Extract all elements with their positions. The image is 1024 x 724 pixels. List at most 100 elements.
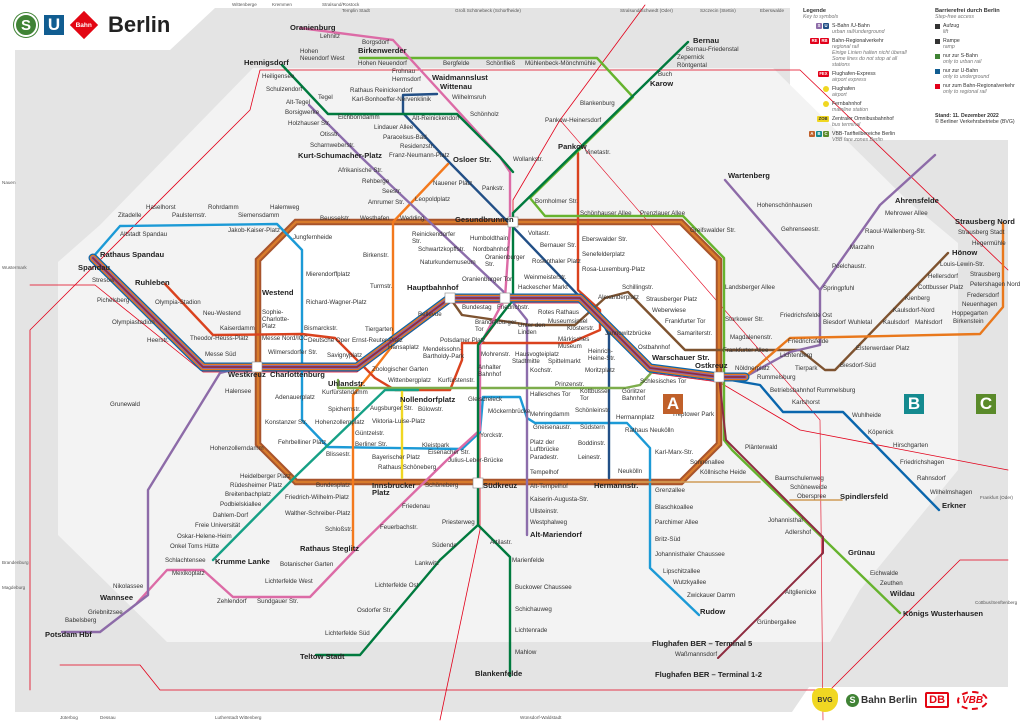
station-label[interactable]: Rudow [700, 607, 726, 616]
station-label[interactable]: Zepernick [677, 54, 705, 61]
station-label[interactable]: Heerstr. [147, 337, 169, 344]
station-label[interactable]: Pankstr. [482, 185, 505, 192]
station-label[interactable]: Oberspree [797, 493, 827, 500]
station-label[interactable]: Fredersdorf [967, 292, 999, 299]
station-label[interactable]: Podbielskiallee [220, 501, 262, 508]
station-label[interactable]: Strausberg Stadt [958, 229, 1005, 236]
station-label[interactable]: Amrumer Str. [368, 199, 405, 206]
station-label[interactable]: Neu-Westend [203, 310, 241, 317]
station-label[interactable]: Teltow Stadt [300, 652, 345, 661]
station-label[interactable]: Wollankstr. [513, 156, 544, 163]
station-label[interactable]: Friedrichstr. [497, 304, 530, 311]
station-label[interactable]: Südende [432, 542, 457, 549]
station-label[interactable]: Lichtenberg [780, 352, 813, 359]
station-label[interactable]: Freie Universität [195, 522, 241, 529]
station-label[interactable]: Unter den Linden [518, 322, 546, 336]
station-label[interactable]: Otisstr. [320, 131, 340, 138]
station-label[interactable]: Eichborndamm [338, 114, 380, 121]
station-label[interactable]: Julius-Leber-Brücke [448, 457, 504, 464]
station-label[interactable]: Breitenbachplatz [225, 491, 272, 498]
station-label[interactable]: Tiergarten [365, 326, 393, 333]
station-label[interactable]: Blankenfelde [475, 669, 523, 678]
station-label[interactable]: Mierendorffplatz [306, 271, 351, 278]
station-label[interactable]: Rüdesheimer Platz [230, 482, 283, 489]
station-label[interactable]: Röntgental [677, 62, 707, 69]
station-label[interactable]: Wutzkyallee [673, 579, 707, 586]
station-label[interactable]: Olympiastadion [112, 319, 155, 326]
station-label[interactable]: Paradestr. [530, 454, 559, 461]
station-label[interactable]: Rathaus Schöneberg [378, 464, 437, 471]
station-label[interactable]: Onkel Toms Hütte [170, 543, 220, 550]
station-label[interactable]: Bernau-Friedenstal [686, 46, 739, 53]
station-label[interactable]: Gneisenaustr. [533, 424, 572, 431]
station-label[interactable]: Waidmannslust [432, 73, 488, 82]
station-label[interactable]: Stresow [92, 277, 115, 284]
station-label[interactable]: Zwickauer Damm [687, 592, 736, 599]
station-label[interactable]: Nikolassee [113, 583, 144, 590]
station-label[interactable]: Priesterweg [442, 519, 475, 526]
station-label[interactable]: Nöldnerplatz [735, 365, 770, 372]
station-label[interactable]: Schlesisches Tor [640, 378, 687, 385]
station-label[interactable]: Buckower Chaussee [515, 584, 572, 591]
station-label[interactable]: Hermsdorf [392, 76, 421, 83]
station-label[interactable]: Rathaus Neukölln [625, 427, 674, 434]
station-label[interactable]: Raoul-Wallenberg-Str. [865, 228, 926, 235]
station-label[interactable]: Biesdorf [823, 319, 846, 326]
station-label[interactable]: Pichelsberg [97, 297, 130, 304]
station-label[interactable]: Marienfelde [512, 557, 545, 564]
station-label[interactable]: Hohen Neuendorf [358, 60, 407, 67]
station-label[interactable]: Osloer Str. [453, 155, 492, 164]
station-label[interactable]: Betriebsbahnhof Rummelsburg [770, 387, 856, 394]
station-label[interactable]: Eichwalde [870, 570, 899, 577]
station-label[interactable]: Güntzelstr. [355, 430, 385, 437]
station-label[interactable]: Bismarckstr. [304, 325, 338, 332]
station-label[interactable]: Karlshorst [792, 399, 820, 406]
station-label[interactable]: Blankenburg [580, 100, 615, 107]
station-label[interactable]: Westphalweg [530, 519, 568, 526]
station-label[interactable]: Grenzallee [655, 487, 685, 494]
station-label[interactable]: Kurt-Schumacher-Platz [298, 151, 382, 160]
station-label[interactable]: Rummelsburg [757, 374, 796, 381]
station-label[interactable]: Gesundbrunnen [455, 215, 514, 224]
station-label[interactable]: Bernauer Str. [540, 242, 577, 249]
station-label[interactable]: Waßmannsdorf [675, 651, 718, 658]
station-label[interactable]: Feuerbachstr. [380, 524, 418, 531]
station-label[interactable]: Hohenzollerndamm [210, 445, 264, 452]
station-label[interactable]: Alt-Tegel [286, 99, 311, 106]
station-label[interactable]: Altglienicke [785, 589, 817, 596]
station-label[interactable]: Augsburger Str. [370, 405, 413, 412]
station-label[interactable]: Friedrich-Wilhelm-Platz [285, 494, 349, 501]
station-label[interactable]: Schönfließ [486, 60, 516, 67]
station-label[interactable]: Westend [262, 288, 294, 297]
station-label[interactable]: Heidelberger Platz [240, 473, 291, 480]
station-label[interactable]: Voltastr. [528, 230, 551, 237]
station-label[interactable]: Paracelsus-Bad [383, 134, 427, 141]
station-label[interactable]: Richard-Wagner-Platz [306, 299, 367, 306]
station-label[interactable]: Borsigwerke [285, 109, 320, 116]
station-label[interactable]: Schloßstr. [325, 526, 353, 533]
station-label[interactable]: Alexanderplatz [598, 294, 639, 301]
station-label[interactable]: Mexikoplatz [172, 570, 205, 577]
station-label[interactable]: Weinmeisterstr. [524, 274, 567, 281]
station-label[interactable]: Walther-Schreiber-Platz [285, 510, 351, 517]
station-label[interactable]: Ostkreuz [695, 361, 728, 370]
station-label[interactable]: Mehrower Allee [885, 210, 928, 217]
station-label[interactable]: Leinestr. [578, 454, 602, 461]
station-label[interactable]: Potsdam Hbf [45, 630, 92, 639]
station-label[interactable]: Hermannstr. [594, 481, 639, 490]
station-label[interactable]: Karl-Bonhoeffer-Nervenklinik [352, 96, 431, 103]
station-label[interactable]: Kaulsdorf [883, 319, 910, 326]
station-label[interactable]: Nauener Platz [433, 180, 473, 187]
station-label[interactable]: Jungfernheide [293, 234, 333, 241]
station-label[interactable]: Hoppegarten [952, 310, 988, 317]
station-label[interactable]: Karl-Marx-Str. [655, 449, 694, 456]
station-label[interactable]: Alt-Mariendorf [530, 530, 582, 539]
station-label[interactable]: Birkenwerder [358, 46, 407, 55]
station-label[interactable]: Afrikanische Str. [338, 167, 383, 174]
station-label[interactable]: Residenzstr. [400, 143, 435, 150]
station-label[interactable]: Tierpark [795, 365, 818, 372]
station-label[interactable]: Samariterstr. [677, 330, 713, 337]
station-label[interactable]: Holzhauser Str. [288, 120, 331, 127]
station-label[interactable]: Bundesplatz [316, 482, 351, 489]
station-label[interactable]: Olympia-Stadion [155, 299, 201, 306]
